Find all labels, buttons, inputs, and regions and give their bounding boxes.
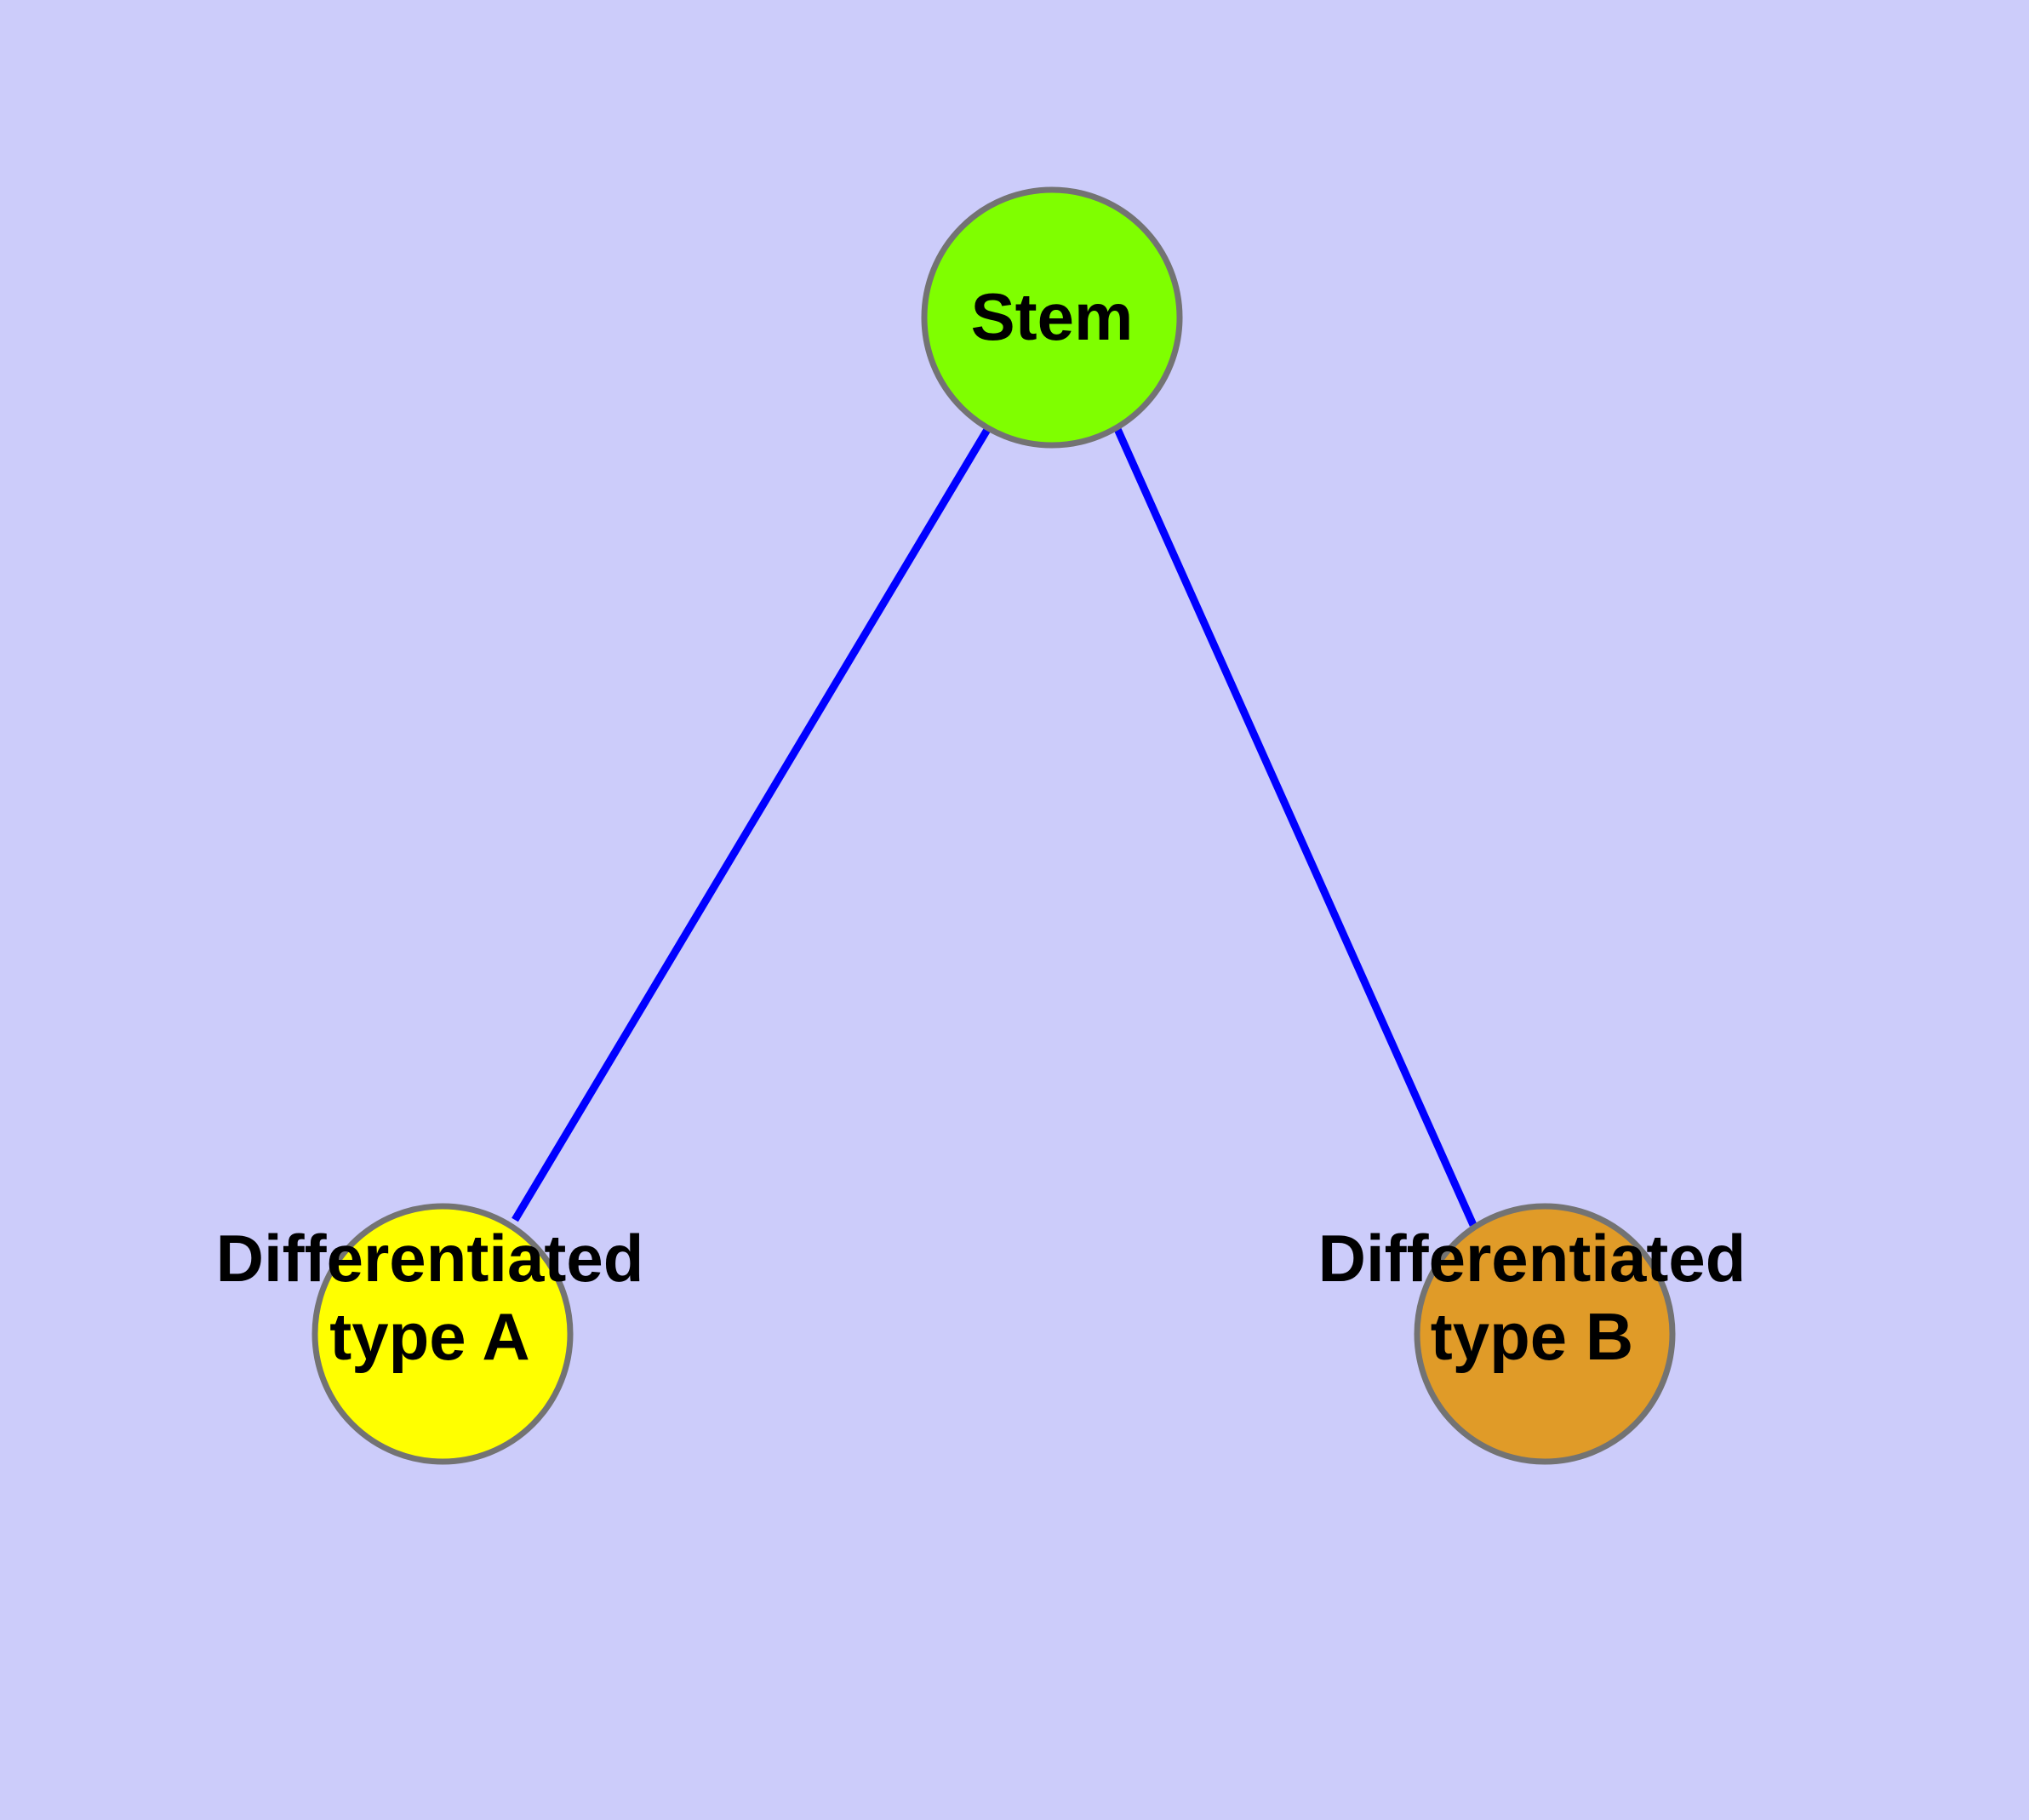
node-label-line: Stem <box>971 279 1134 354</box>
nodes-layer <box>311 186 1676 1465</box>
node-label-line: Differentiated <box>1318 1221 1746 1296</box>
edge-stem-to-diff-b <box>1113 427 1477 1227</box>
node-label-line: Differentiated <box>216 1221 644 1296</box>
edges-layer <box>512 426 1477 1227</box>
node-diff-b[interactable] <box>1414 1203 1676 1465</box>
node-diff-a[interactable] <box>311 1203 574 1465</box>
edge-stem-to-diff-a <box>512 426 992 1222</box>
node-label-line: type A <box>329 1299 530 1374</box>
node-label-stem: Stem <box>971 279 1134 354</box>
node-label-line: type B <box>1431 1299 1633 1374</box>
node-stem[interactable] <box>921 186 1183 449</box>
